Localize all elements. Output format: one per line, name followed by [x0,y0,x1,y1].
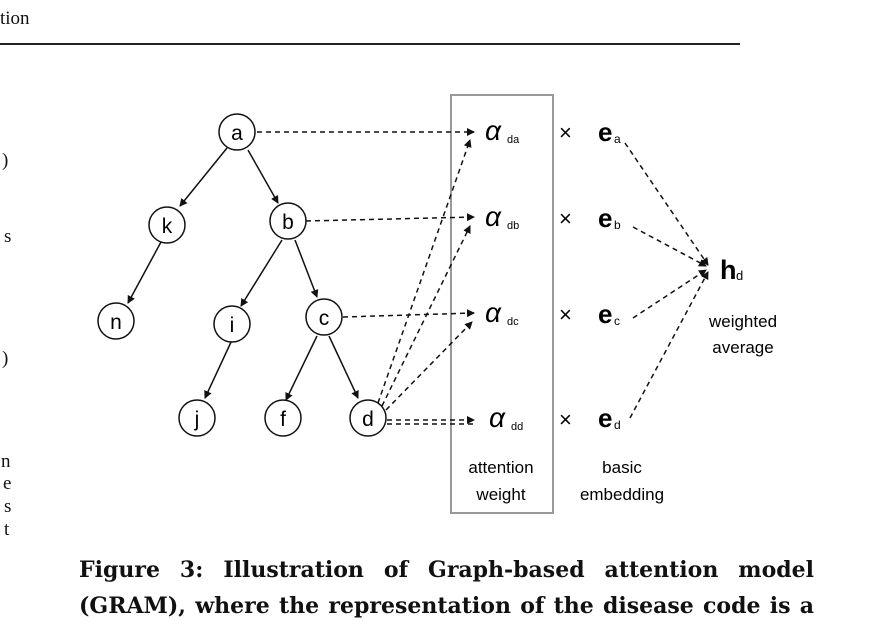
node-label: j [194,408,200,431]
alpha-subscript: dd [511,421,523,433]
arrow-ea-h [624,142,709,266]
node-n: n [97,302,135,340]
margin-fragment: e [3,473,12,494]
figure-caption: Figure 3: Illustration of Graph-based at… [79,552,814,624]
times-symbols: × × × × [559,120,572,432]
alpha-subscript: db [507,220,519,232]
attention-box [450,94,554,514]
edge-c-f [285,335,318,401]
embedding-subscript: c [614,314,620,328]
margin-fragment: t [4,519,10,540]
alpha-subscript: dc [507,316,519,328]
attention-terms: α da α db α dc α dd [485,115,523,433]
node-label: n [110,311,122,334]
times-symbol: × [559,407,572,432]
edge-c-d [328,335,359,399]
edge-b-i [240,239,283,307]
arrow-d-alpha-db [381,225,471,407]
edge-a-b [247,149,279,204]
embedding-symbol: e [598,117,612,147]
times-symbol: × [559,120,572,145]
alpha-symbol: α [489,402,506,433]
arrow-d-alpha-da [377,139,472,404]
embedding-label-line1: basic [602,458,642,477]
margin-fragment: s [4,226,12,247]
attention-label-line2: weight [475,485,525,504]
embedding-terms: e a e b e c e d [598,117,621,433]
caption-line-2: (GRAM), where the representation of the … [79,593,814,619]
margin-fragment: n [1,451,11,472]
margin-fragment: ) [2,150,9,171]
node-label: k [162,215,173,238]
dashed-arrows [257,128,709,425]
node-label: a [231,122,243,145]
node-a: a [218,113,256,151]
times-symbol: × [559,302,572,327]
edge-k-n [127,241,162,304]
embedding-label-line2: embedding [580,485,664,504]
arrow-ec-h [632,269,707,319]
embedding-symbol: e [598,299,612,329]
node-k: k [148,206,186,244]
output-symbol: h [720,255,737,285]
alpha-subscript: da [507,134,520,146]
margin-fragment: ) [2,348,9,369]
attention-label-line1: attention [468,458,533,477]
running-header: tion [0,8,30,29]
header-rule [0,43,740,45]
node-f: f [264,399,302,437]
output-subscript: d [736,268,743,283]
embedding-symbol: e [598,203,612,233]
output-term: h d weighted average [708,255,777,357]
arrow-d-alpha-dc [385,321,473,411]
alpha-symbol: α [485,297,502,328]
node-j: j [178,399,216,437]
margin-fragment: s [4,496,12,517]
node-label: b [282,211,294,234]
embedding-subscript: a [614,132,621,146]
edge-b-c [294,239,319,298]
node-c: c [305,298,343,336]
edge-a-k [179,147,228,207]
arrow-b-alpha [305,213,475,222]
node-b: b [269,202,307,240]
alpha-symbol: α [485,115,502,146]
gram-figure: a k b n i c j f [97,94,777,514]
node-label: c [319,307,330,330]
tree-edges [127,147,359,401]
node-d: d [349,399,387,437]
embedding-symbol: e [598,403,612,433]
embedding-subscript: b [614,218,621,232]
output-label-line2: average [712,338,773,357]
alpha-symbol: α [485,201,502,232]
node-label: i [230,314,235,337]
times-symbol: × [559,206,572,231]
arrow-ed-h [629,271,709,419]
embedding-subscript: d [614,418,621,432]
node-i: i [213,305,251,343]
caption-line-1: Figure 3: Illustration of Graph-based at… [79,557,814,583]
output-label-line1: weighted [708,312,777,331]
node-label: f [280,408,286,431]
edge-i-j [204,339,233,399]
node-label: d [362,408,374,431]
tree-nodes: a k b n i c j f [97,113,387,437]
arrow-eb-h [632,226,707,267]
